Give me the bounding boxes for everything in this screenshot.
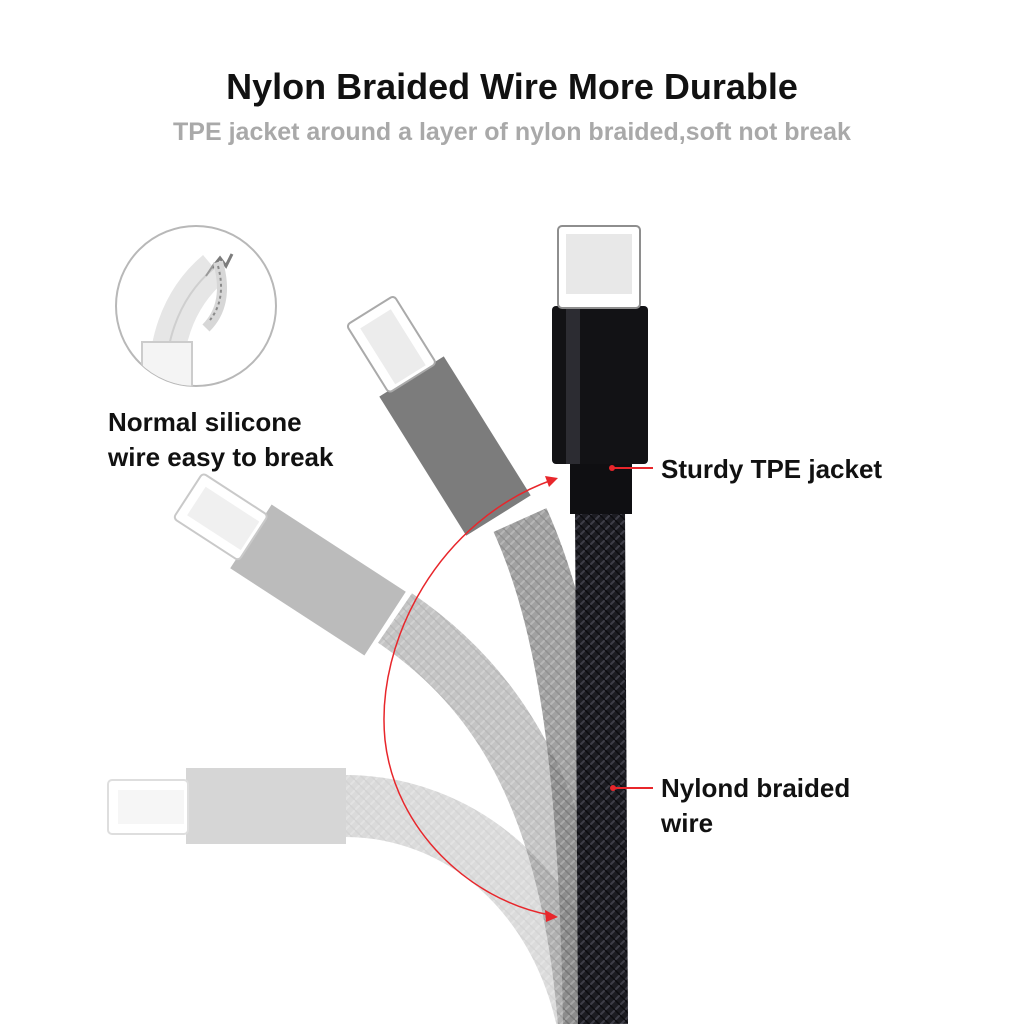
nylon-wire-label-line1: Nylond braided	[661, 773, 851, 803]
normal-wire-label-line2: wire easy to break	[108, 442, 334, 472]
main-cable	[552, 225, 648, 1024]
tpe-pointer	[609, 465, 653, 471]
normal-wire-label-line1: Normal silicone	[108, 407, 302, 437]
nylon-wire-label-line2: wire	[661, 808, 714, 838]
tpe-jacket	[570, 462, 632, 514]
nylon-pointer	[610, 785, 653, 791]
nylon-wire-label: Nylond braided wire	[661, 771, 850, 841]
page-subtitle: TPE jacket around a layer of nylon braid…	[173, 118, 851, 146]
normal-wire-label: Normal silicone wire easy to break	[108, 405, 333, 475]
broken-wire-inset	[115, 225, 277, 387]
tpe-jacket-label: Sturdy TPE jacket	[661, 454, 883, 484]
page-title: Nylon Braided Wire More Durable	[226, 66, 798, 107]
bend-arrow	[383, 476, 558, 922]
